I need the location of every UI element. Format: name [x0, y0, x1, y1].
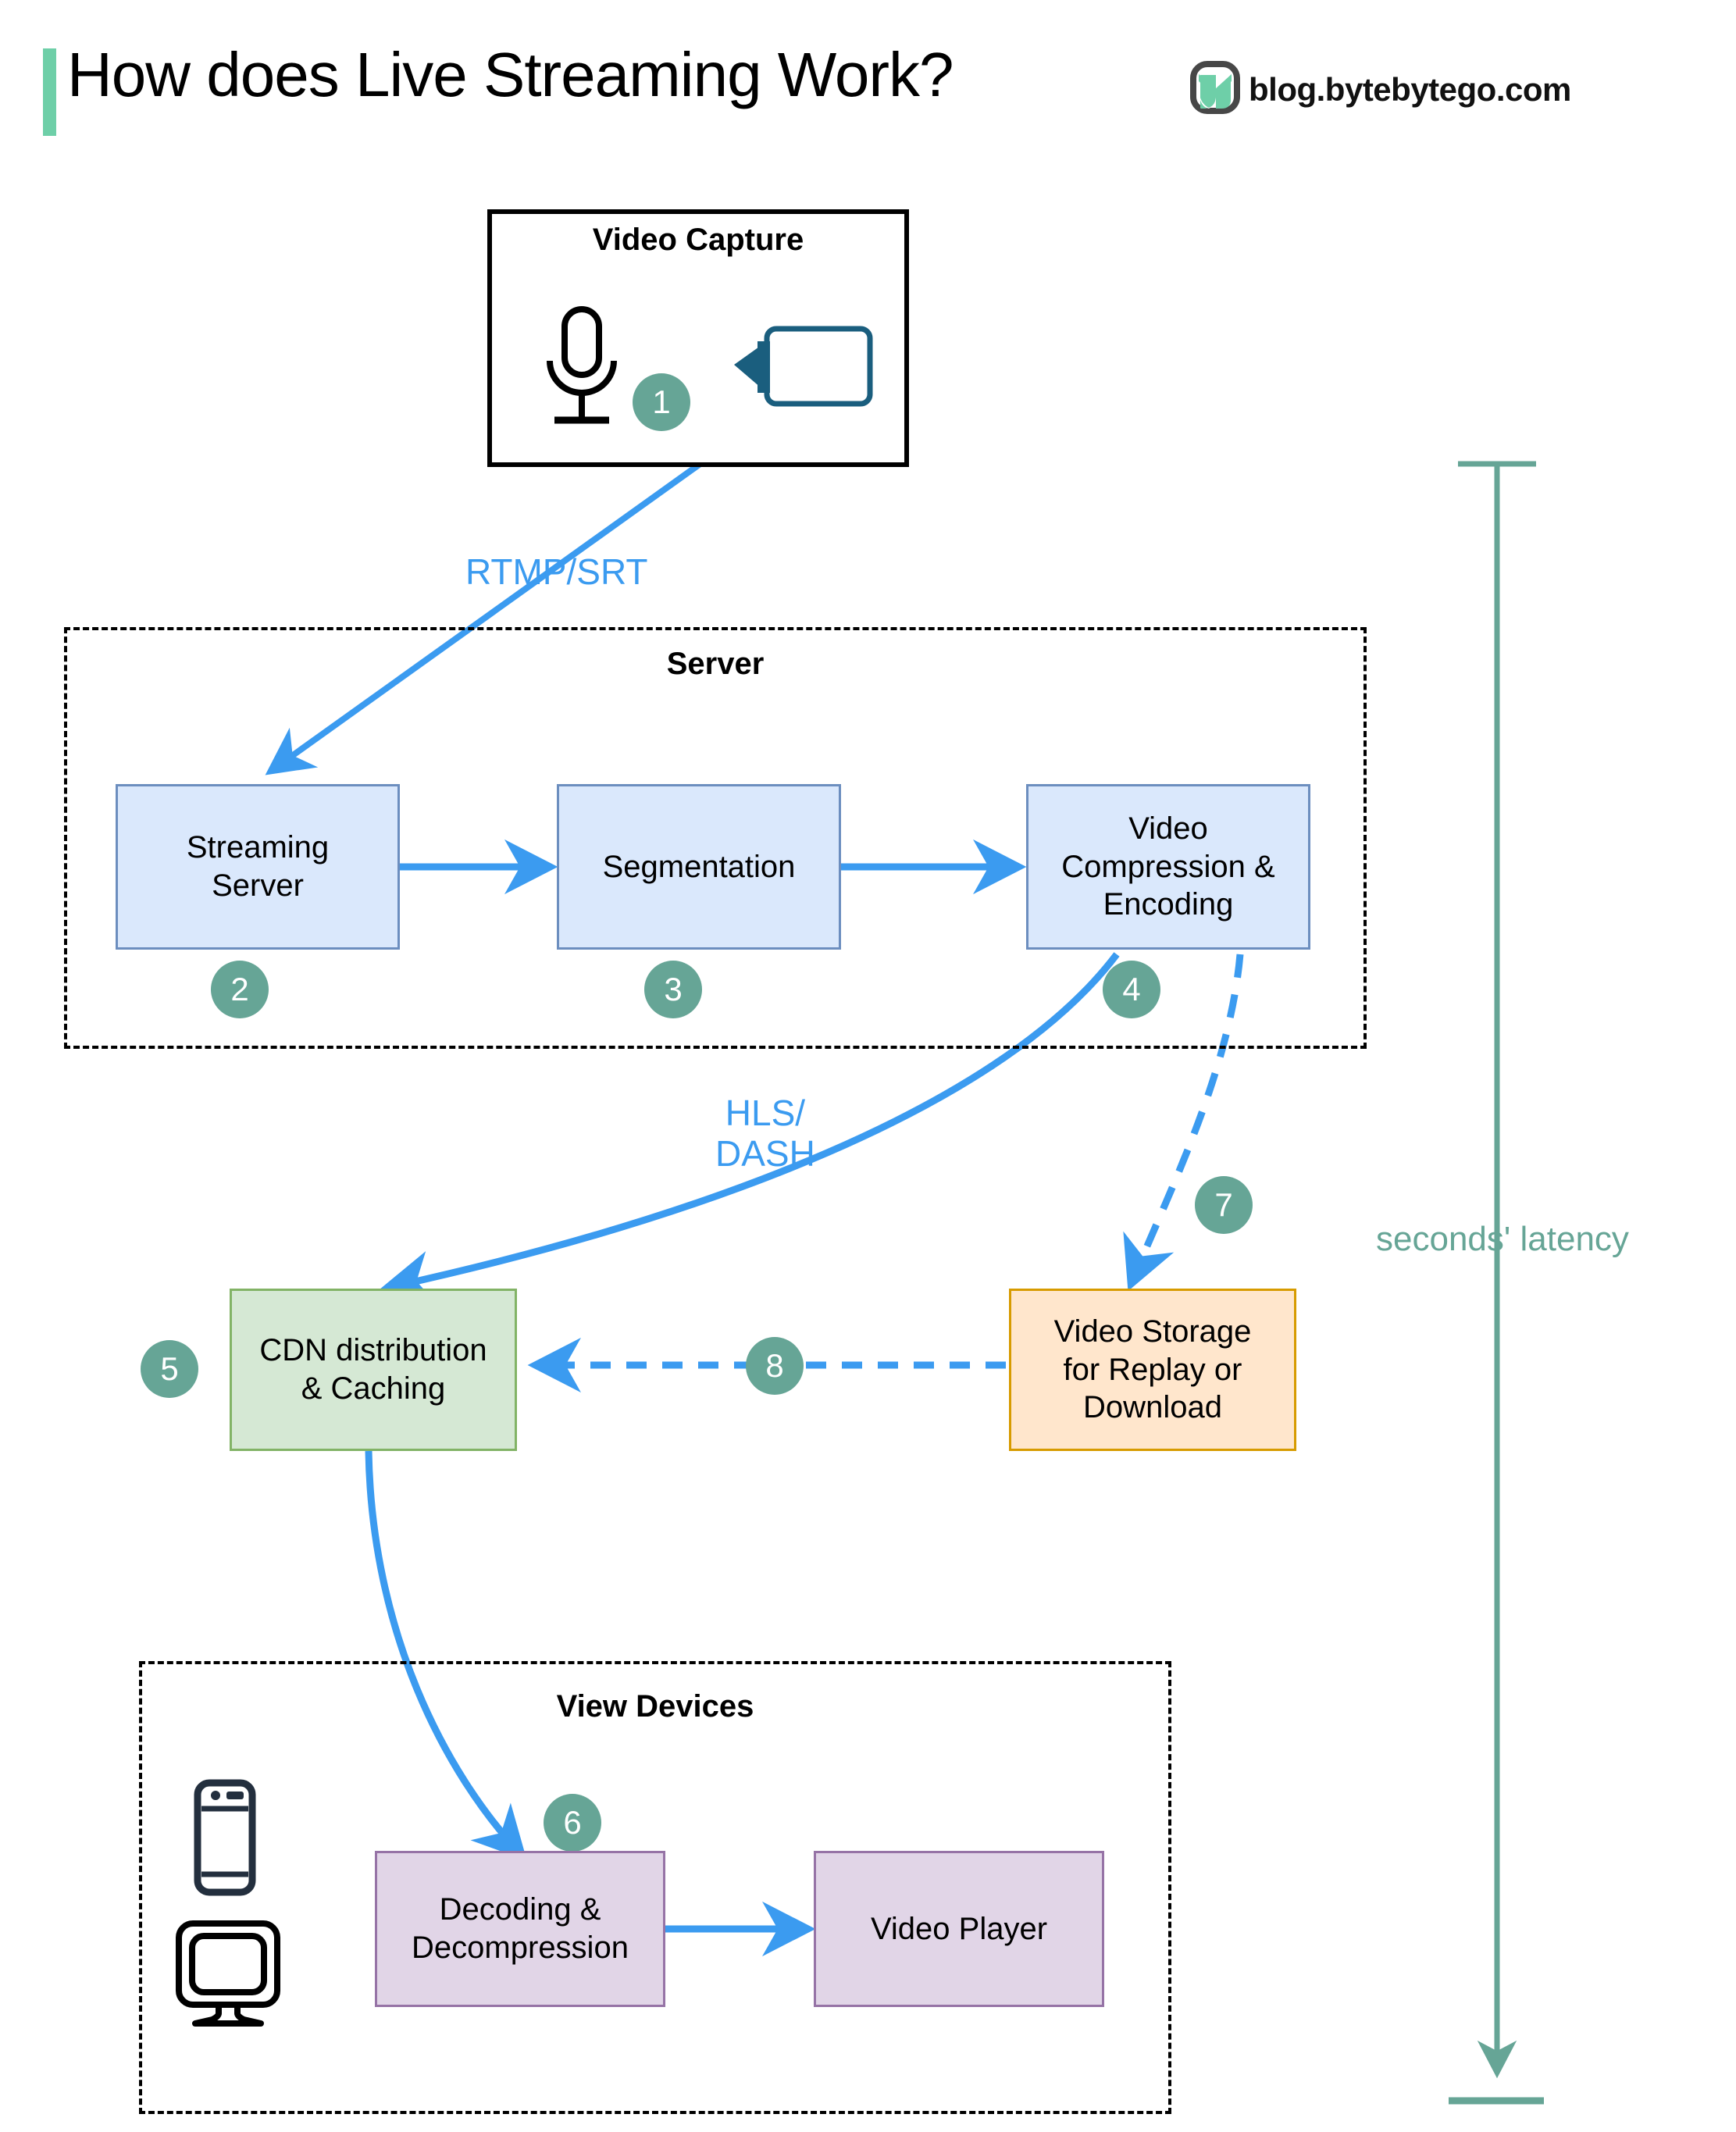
- microphone-icon: [539, 305, 625, 433]
- node-segmentation-label: Segmentation: [602, 849, 796, 884]
- view-devices-title: View Devices: [556, 1689, 754, 1724]
- brand-watermark: blog.bytebytego.com: [1190, 61, 1571, 118]
- latency-bracket: [1449, 461, 1544, 2105]
- node-video-player-label: Video Player: [870, 1911, 1048, 1946]
- node-streaming-server-label: Streaming Server: [186, 830, 330, 903]
- brand-name: blog.bytebytego.com: [1249, 70, 1571, 108]
- video-camera-icon: [726, 324, 875, 414]
- node-streaming-server[interactable]: Streaming Server: [116, 784, 400, 950]
- node-video-compression-label: Video Compression & Encoding: [1061, 811, 1275, 922]
- node-decoding[interactable]: Decoding & Decompression: [375, 1851, 665, 2007]
- bytebytego-leaf-logo-icon: [1190, 61, 1240, 118]
- node-video-storage[interactable]: Video Storage for Replay or Download: [1009, 1289, 1296, 1451]
- server-title: Server: [666, 647, 765, 681]
- step-badge-1: 1: [633, 373, 690, 431]
- step-badge-3: 3: [644, 961, 702, 1018]
- step-badge-6: 6: [544, 1794, 601, 1852]
- edge-label-hls-dash: HLS/ DASH: [715, 1093, 815, 1174]
- mobile-phone-icon: [194, 1779, 256, 1900]
- server-container: [64, 627, 1367, 1049]
- title-accent-bar: [43, 48, 56, 136]
- step-badge-2: 2: [211, 961, 269, 1018]
- node-cdn[interactable]: CDN distribution & Caching: [230, 1289, 517, 1451]
- node-segmentation[interactable]: Segmentation: [557, 784, 841, 950]
- edge-label-rtmp-srt: RTMP/SRT: [465, 551, 648, 592]
- step-badge-8: 8: [746, 1337, 804, 1395]
- node-cdn-label: CDN distribution & Caching: [259, 1333, 487, 1406]
- node-decoding-label: Decoding & Decompression: [412, 1892, 629, 1965]
- node-video-player[interactable]: Video Player: [814, 1851, 1104, 2007]
- latency-label: seconds' latency: [1376, 1220, 1629, 1258]
- step-badge-7: 7: [1195, 1176, 1253, 1234]
- page-title: How does Live Streaming Work?: [67, 40, 954, 109]
- node-video-compression[interactable]: Video Compression & Encoding: [1026, 784, 1310, 950]
- view-devices-container: [139, 1661, 1171, 2114]
- node-video-storage-label: Video Storage for Replay or Download: [1053, 1314, 1252, 1425]
- step-badge-5: 5: [141, 1340, 198, 1398]
- desktop-monitor-icon: [175, 1920, 281, 2031]
- step-badge-4: 4: [1103, 961, 1160, 1018]
- video-capture-container: [487, 209, 909, 467]
- video-capture-title: Video Capture: [592, 223, 804, 257]
